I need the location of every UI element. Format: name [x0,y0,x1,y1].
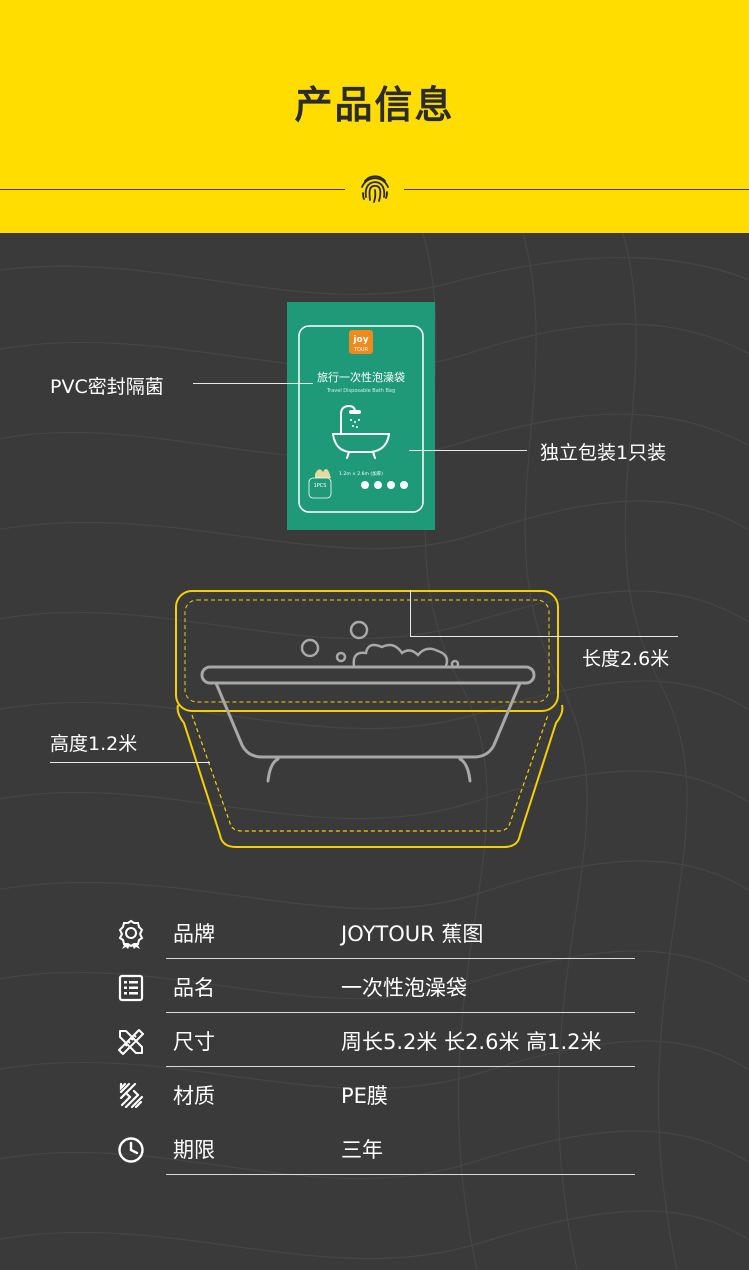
spec-divider [166,1012,635,1013]
callout-length: 长度2.6米 [582,648,670,670]
packet-shower-icon [349,410,361,428]
bag-top-outline [175,590,559,712]
packet-count-box [308,477,332,499]
callout-single-pack: 独立包装1只装 [540,442,667,464]
spec-table: 品牌 JOYTOUR 蕉图 品名 一次性泡澡袋 尺寸 周长5.2米 长2.6米 … [112,905,642,1175]
spec-label-material: 材质 [173,1084,215,1108]
callout-pvc-sealed: PVC密封隔菌 [50,376,164,398]
spec-row-name: 品名 一次性泡澡袋 [112,959,642,1013]
spec-divider [166,1066,635,1067]
callout-length-leader-vertical [410,590,411,636]
packet-bathtub-icon [331,404,391,459]
spec-label-name: 品名 [173,976,215,1000]
spec-row-shelf-life: 期限 三年 [112,1121,642,1175]
callout-height-leader [50,762,210,763]
bathtub-icon [200,665,536,783]
bag-outline [176,704,564,848]
spec-label-brand: 品牌 [173,922,215,946]
header-divider-left [0,189,345,190]
packet-size-text: 1.2m × 2.6m (加厚) [339,470,383,477]
callout-height: 高度1.2米 [50,733,138,755]
bath-bag-packet: joy TOUR 旅行一次性泡澡袋 Travel Disposable Bath… [287,302,435,530]
spec-label-shelf-life: 期限 [173,1138,215,1162]
spec-label-size: 尺寸 [173,1030,215,1054]
packet-logo [349,330,373,354]
wave-background [0,233,749,1270]
material-icon [119,1082,144,1109]
ruler-pencil-icon [118,1029,144,1055]
spec-value-shelf-life: 三年 [341,1138,383,1162]
fingerprint-icon [361,175,389,203]
packet-frame [298,325,424,513]
header-divider-right [404,189,749,190]
bath-bag-diagram [175,590,564,848]
spec-value-brand: JOYTOUR 蕉图 [341,922,484,946]
spec-value-size: 周长5.2米 长2.6米 高1.2米 [341,1030,602,1054]
bubbles-icon [300,620,460,669]
packet-camel-icon [315,469,331,478]
spec-value-material: PE膜 [341,1084,388,1108]
callout-single-pack-leader [409,450,527,451]
packet-logo-bottom: TOUR [353,347,369,353]
packet-product-name-en: Travel Disposable Bath Bag [326,388,395,394]
bag-inner-outline [191,714,549,832]
packet-product-name: 旅行一次性泡澡袋 [317,370,405,384]
award-icon [118,919,144,949]
callout-length-leader [410,636,678,637]
spec-divider [166,958,635,959]
callout-pvc-leader [193,383,313,384]
spec-row-size: 尺寸 周长5.2米 长2.6米 高1.2米 [112,1013,642,1067]
spec-value-name: 一次性泡澡袋 [341,976,467,1000]
packet-logo-top: joy [352,335,368,345]
header-banner: 产品信息 [0,0,749,233]
page-title: 产品信息 [294,83,455,127]
list-icon [118,974,144,1002]
spec-divider [166,1174,635,1175]
spec-row-material: 材质 PE膜 [112,1067,642,1121]
clock-icon [118,1137,144,1163]
packet-count-text: 1PCS [314,483,327,489]
bag-top-inner-outline [184,599,550,703]
packet-feature-icons [361,481,408,489]
spec-row-brand: 品牌 JOYTOUR 蕉图 [112,905,642,959]
